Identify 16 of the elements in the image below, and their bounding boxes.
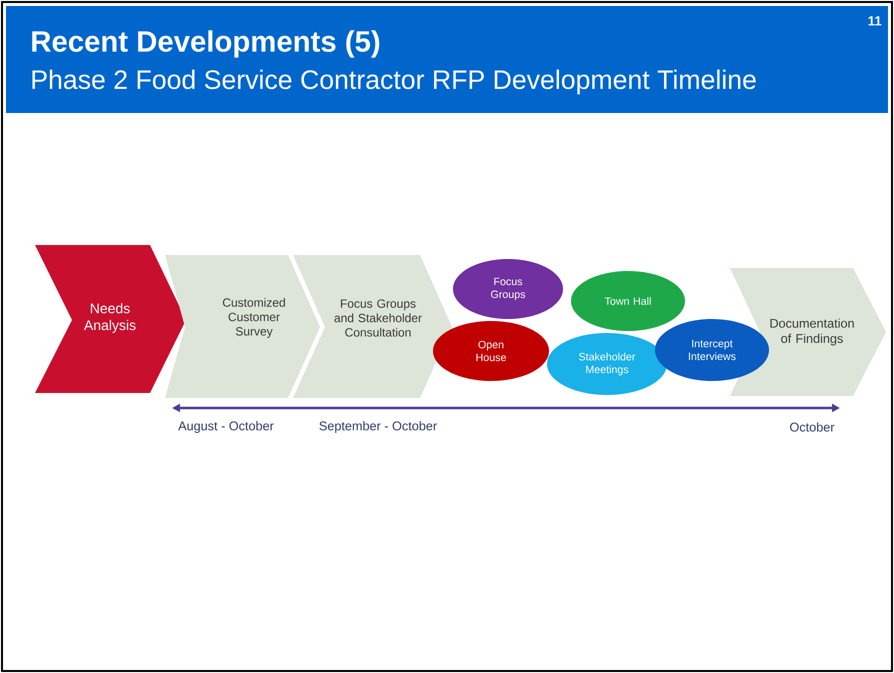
title: Recent Developments (5) xyxy=(32,30,380,58)
date-label: October xyxy=(790,422,834,432)
node-label: Customized Customer Survey xyxy=(222,298,285,338)
subtitle: Phase 2 Food Service Contractor RFP Development Timeline xyxy=(32,70,756,94)
node-label: Focus Groups and Stakeholder Consultation xyxy=(334,299,422,337)
oval: Stakeholder Meetings xyxy=(547,333,667,395)
date-label: August - October xyxy=(178,421,274,433)
oval: Intercept Interviews xyxy=(655,319,769,381)
date-label: September - October xyxy=(319,421,437,433)
oval: Town Hall xyxy=(571,271,685,331)
chevron-step: Needs Analysis xyxy=(35,245,186,393)
chevron-step: Focus Groups and Stakeholder Consultation xyxy=(293,255,452,398)
oval: Focus Groups xyxy=(453,259,563,319)
oval: Open House xyxy=(433,321,549,381)
page-number: 11 xyxy=(868,16,882,26)
chevron-step: Customized Customer Survey xyxy=(165,255,320,398)
